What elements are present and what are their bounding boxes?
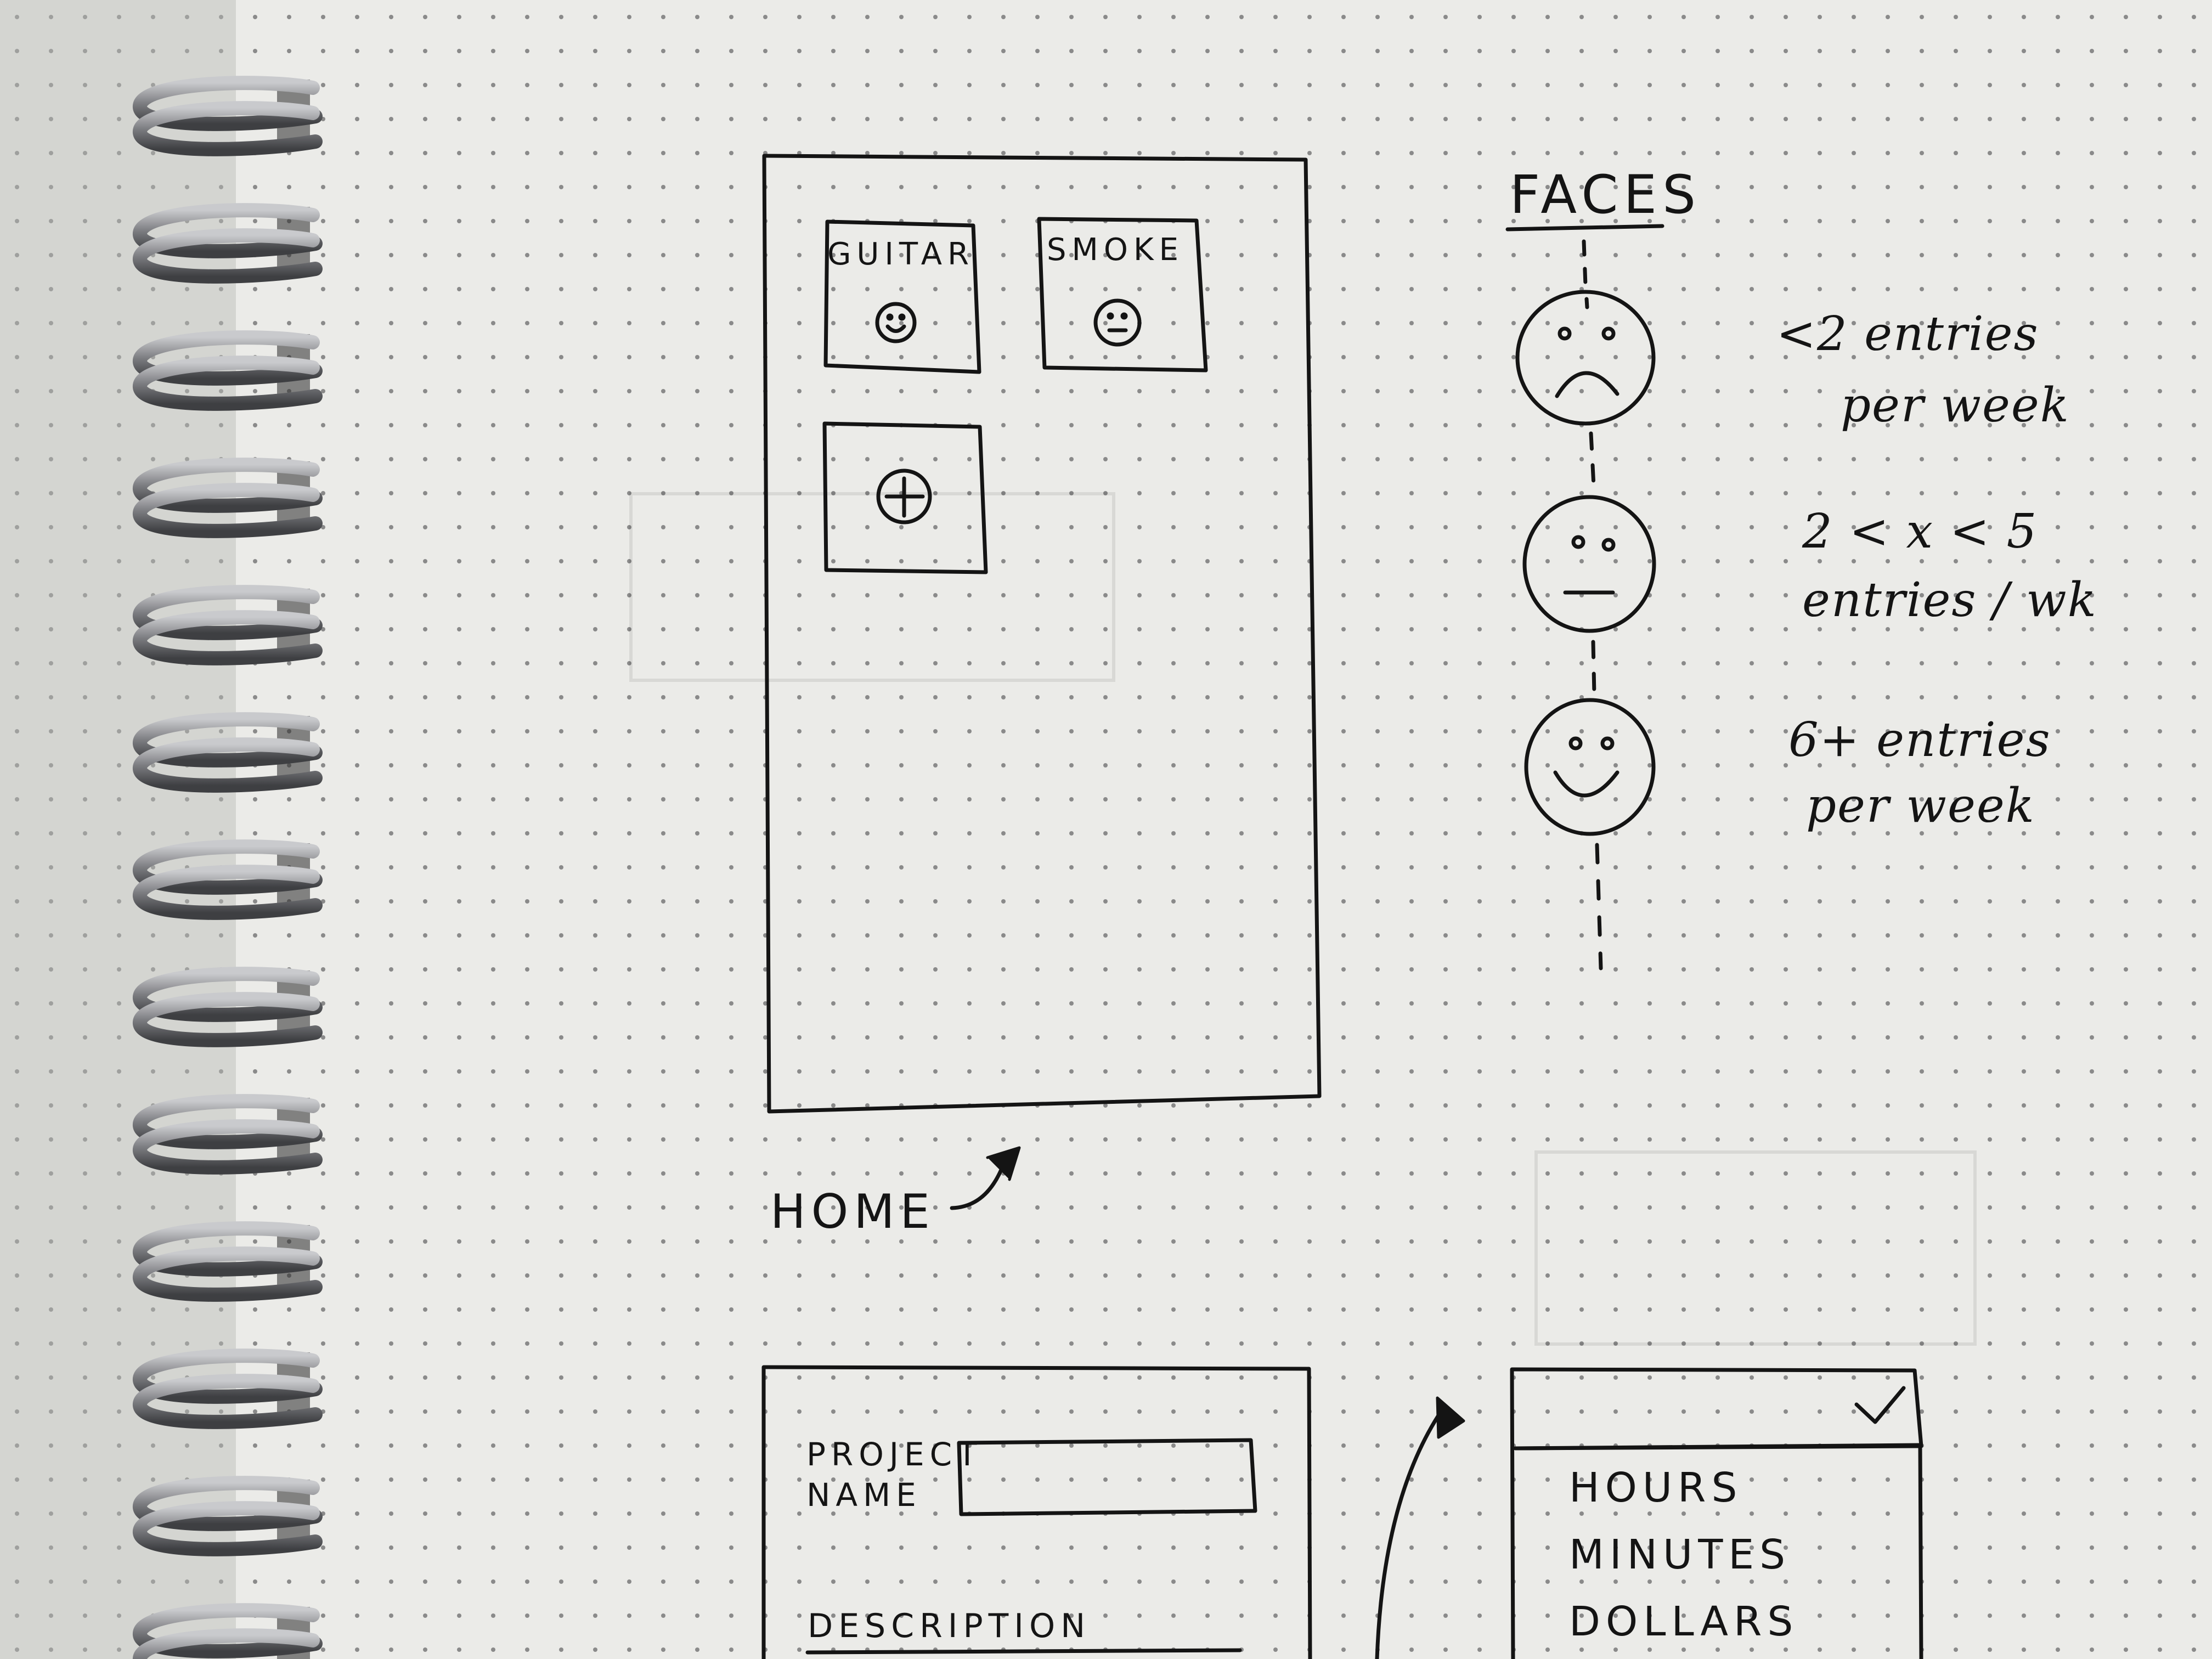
project-name-label-line1: PROJECT bbox=[806, 1436, 983, 1473]
faces-title: FACES bbox=[1510, 164, 1702, 225]
sad-face-rule-line2: per week bbox=[1841, 378, 2070, 433]
smoke-tile-label: SMOKE bbox=[1047, 232, 1184, 268]
spiral-ring bbox=[133, 967, 323, 1047]
spiral-ring bbox=[133, 1476, 323, 1556]
neutral-face-rule-line2: entries / wk bbox=[1802, 573, 2097, 628]
spiral-ring bbox=[133, 839, 323, 920]
guitar-tile[interactable] bbox=[823, 219, 981, 374]
happy-face-icon bbox=[1524, 698, 1656, 836]
description-label: DESCRIPTION bbox=[808, 1607, 1091, 1645]
neutral-face-rule-line1: 2 < x < 5 bbox=[1802, 504, 2038, 559]
project-name-label-line2: NAME bbox=[806, 1476, 922, 1514]
new-project-phone-frame bbox=[761, 1365, 1312, 1659]
spiral-binding bbox=[133, 76, 323, 1659]
plus-circle-icon[interactable] bbox=[876, 469, 932, 524]
spiral-ring bbox=[133, 1094, 323, 1175]
spiral-ring bbox=[133, 1221, 323, 1302]
dropdown-option-dollars[interactable]: DOLLARS bbox=[1569, 1598, 1799, 1645]
plus-icon bbox=[884, 476, 925, 518]
home-phone-frame bbox=[762, 154, 1322, 1114]
smoke-tile[interactable] bbox=[1037, 217, 1208, 373]
home-arrow bbox=[950, 1161, 1006, 1210]
spiral-ring bbox=[133, 203, 323, 284]
spiral-ring bbox=[133, 76, 323, 156]
sad-face-icon bbox=[1515, 290, 1656, 426]
guitar-tile-label: GUITAR bbox=[827, 236, 974, 272]
home-caption: HOME bbox=[770, 1184, 935, 1239]
spiral-ring bbox=[133, 1348, 323, 1429]
dropdown-arrow bbox=[1375, 1413, 1441, 1659]
spiral-ring bbox=[133, 712, 323, 793]
smiley-face-icon bbox=[875, 302, 917, 343]
dropdown-option-minutes[interactable]: MINUTES bbox=[1569, 1531, 1791, 1578]
faces-title-underline bbox=[1505, 224, 1664, 232]
happy-face-rule-line2: per week bbox=[1806, 778, 2035, 833]
spiral-ring bbox=[133, 585, 323, 665]
add-tile[interactable] bbox=[822, 421, 988, 574]
dropdown-option-hours[interactable]: HOURS bbox=[1569, 1464, 1743, 1511]
spiral-ring bbox=[133, 458, 323, 538]
happy-face-rule-line1: 6+ entries bbox=[1788, 713, 2051, 768]
spiral-ring bbox=[133, 1603, 323, 1659]
project-name-input[interactable] bbox=[957, 1438, 1257, 1516]
neutral-face-icon bbox=[1522, 495, 1656, 633]
spiral-ring bbox=[133, 330, 323, 411]
checkmark-icon[interactable] bbox=[1854, 1386, 1906, 1424]
sad-face-rule-line1: <2 entries bbox=[1776, 307, 2039, 362]
neutral-face-icon bbox=[1093, 298, 1142, 347]
